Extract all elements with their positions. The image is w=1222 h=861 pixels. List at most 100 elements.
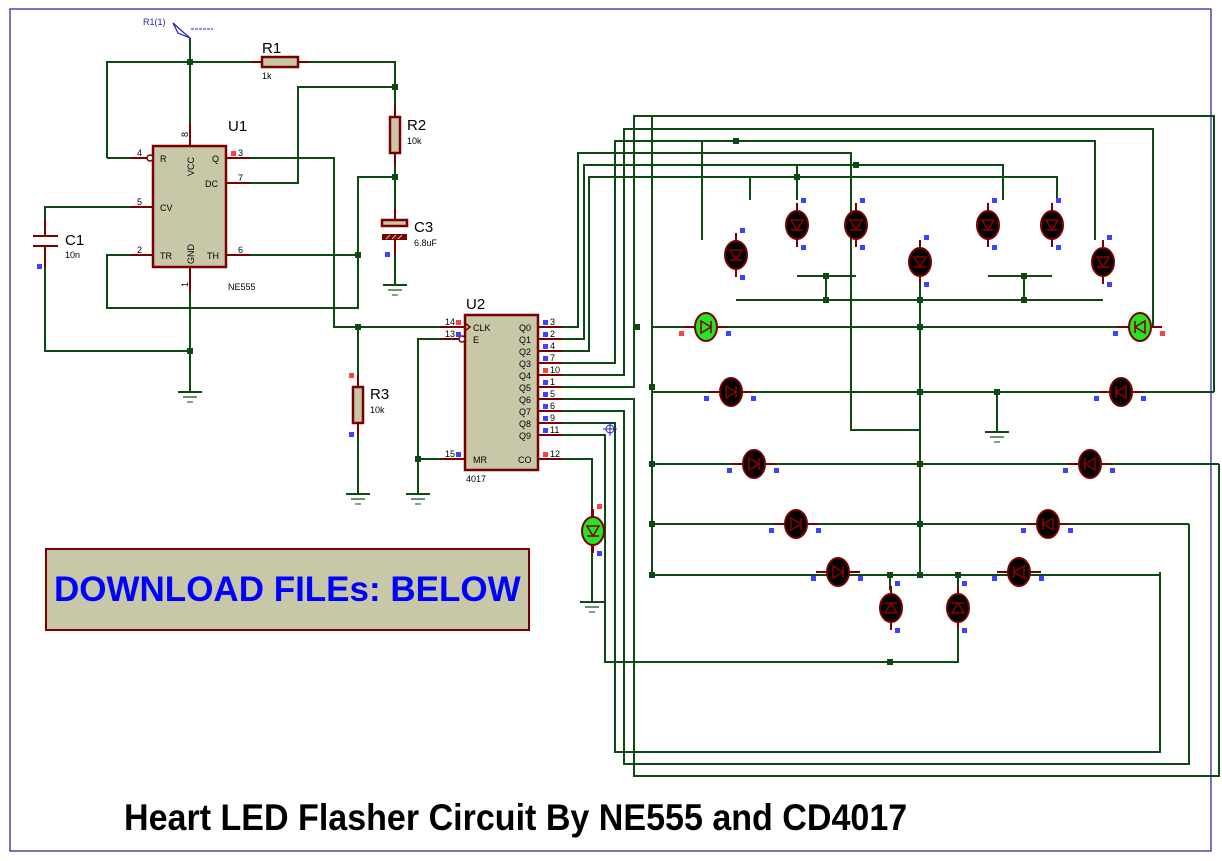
pin-label: E — [473, 335, 479, 345]
pin-number: 4 — [550, 341, 555, 351]
pin-number: 1 — [180, 282, 190, 287]
resistor-r1[interactable]: R1 1k — [260, 40, 300, 81]
banner-text: DOWNLOAD FILEs: BELOW — [54, 570, 521, 609]
pin-label: DC — [205, 179, 218, 189]
pin-number: 4 — [137, 148, 142, 158]
download-banner[interactable]: DOWNLOAD FILEs: BELOW — [45, 548, 530, 631]
ground-icon — [383, 284, 407, 296]
led-unlit[interactable] — [879, 581, 903, 633]
ground-icon — [406, 493, 430, 505]
pin-number: 14 — [445, 317, 455, 327]
ne555-chip[interactable]: U1 NE555 R Q DC CV TR TH VCC GND 4 3 7 5… — [137, 118, 256, 292]
pin-number: 9 — [550, 413, 555, 423]
ne555-wiring — [44, 38, 440, 392]
pin-number: 3 — [550, 317, 555, 327]
led-matrix-wiring — [562, 115, 1220, 777]
probe-label: R1(1) — [143, 17, 166, 27]
r2-ref: R2 — [407, 117, 426, 134]
cd4017-chip[interactable]: U2 4017 CLK E MR 14 13 15 CO 12 Q03Q12Q2… — [445, 296, 562, 484]
pin-number: 7 — [550, 353, 555, 363]
pin-number: 7 — [238, 173, 243, 183]
pin-number: 2 — [550, 329, 555, 339]
c3-value: 6.8uF — [414, 238, 438, 248]
led-unlit[interactable] — [785, 198, 809, 250]
resistor-r2[interactable]: R2 10k — [388, 115, 426, 155]
pin-number: 10 — [550, 365, 560, 375]
cd4017-wiring — [357, 326, 593, 602]
crosshair-cursor-icon — [603, 422, 617, 436]
led-unlit[interactable] — [811, 557, 863, 587]
led-unlit[interactable] — [769, 509, 821, 539]
pin-number: 6 — [550, 401, 555, 411]
pin-label: MR — [473, 455, 487, 465]
led-unlit[interactable] — [946, 581, 970, 633]
c1-value: 10n — [65, 250, 80, 260]
sheet-frame — [9, 8, 1212, 852]
pin-number: 5 — [137, 197, 142, 207]
ground-icon — [580, 601, 604, 613]
pin-number: 15 — [445, 449, 455, 459]
u1-part: NE555 — [228, 282, 256, 292]
pin-number: 1 — [550, 377, 555, 387]
r3-ref: R3 — [370, 386, 389, 403]
c1-ref: C1 — [65, 232, 84, 249]
pin-label: R — [160, 154, 167, 164]
u2-part: 4017 — [466, 474, 486, 484]
r3-value: 10k — [370, 405, 385, 415]
pin-label: VCC — [186, 156, 196, 176]
led-unlit[interactable] — [1021, 509, 1073, 539]
led-unlit[interactable] — [908, 235, 932, 287]
pin-label: TR — [160, 251, 172, 261]
pin-label: Q — [212, 154, 219, 164]
led-unlit[interactable] — [992, 557, 1044, 587]
led-common-bus — [651, 116, 1219, 590]
capacitor-c3[interactable]: C3 6.8uF — [380, 218, 438, 257]
pin-number: 8 — [180, 132, 190, 137]
r2-value: 10k — [407, 136, 422, 146]
pin-number: 3 — [238, 148, 243, 158]
resistor-r3[interactable]: R3 10k — [349, 373, 389, 437]
r1-value: 1k — [262, 71, 272, 81]
pin-label: CLK — [473, 323, 491, 333]
page-title: Heart LED Flasher Circuit By NE555 and C… — [124, 797, 908, 838]
led-unlit[interactable] — [727, 449, 779, 479]
pin-label: TH — [207, 251, 219, 261]
pin-label: Q5 — [519, 383, 531, 393]
pin-number: 6 — [238, 245, 243, 255]
pin-label: Q8 — [519, 419, 531, 429]
led-unlit[interactable] — [1063, 449, 1115, 479]
led-unlit[interactable] — [704, 377, 756, 407]
pin-label: Q4 — [519, 371, 531, 381]
pin-label: Q7 — [519, 407, 531, 417]
ground-icon — [346, 493, 370, 505]
led-unlit[interactable] — [844, 198, 868, 250]
pin-number: 13 — [445, 329, 455, 339]
pin-label: Q2 — [519, 347, 531, 357]
r1-ref: R1 — [262, 40, 281, 57]
led-lit[interactable] — [581, 504, 605, 556]
pin-number: 2 — [137, 245, 142, 255]
led-lit[interactable] — [1113, 312, 1165, 342]
u2-ref: U2 — [466, 296, 485, 313]
led-unlit[interactable] — [1091, 235, 1115, 287]
led-unlit[interactable] — [1040, 198, 1064, 250]
led-unlit[interactable] — [1094, 377, 1146, 407]
pin-number: 5 — [550, 389, 555, 399]
pin-label: Q9 — [519, 431, 531, 441]
led-lit[interactable] — [679, 312, 731, 342]
pin-number: 12 — [550, 449, 560, 459]
pin-label: Q3 — [519, 359, 531, 369]
ground-icon — [985, 431, 1009, 443]
c3-ref: C3 — [414, 219, 433, 236]
pin-label: Q0 — [519, 323, 531, 333]
pin-number: 11 — [550, 425, 559, 435]
led-unlit[interactable] — [724, 228, 748, 280]
pin-label: Q1 — [519, 335, 531, 345]
pin-label: CO — [518, 455, 532, 465]
pin-label: GND — [186, 244, 196, 265]
led-unlit[interactable] — [976, 198, 1000, 250]
capacitor-c1[interactable]: C1 10n — [33, 232, 84, 269]
pin-label: Q6 — [519, 395, 531, 405]
